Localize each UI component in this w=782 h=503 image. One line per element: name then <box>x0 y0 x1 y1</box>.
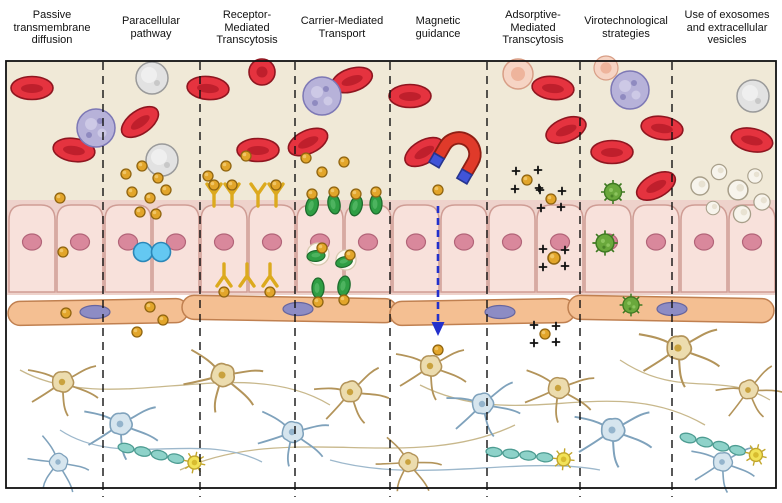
neurite-network <box>19 359 771 471</box>
figure-border <box>5 60 777 489</box>
tight-junction-opening <box>132 241 172 263</box>
pericyte-layer <box>7 294 775 327</box>
carrier-transporters <box>300 152 383 308</box>
magnetic-guidance-arrow <box>431 184 445 356</box>
col-label-exosomes-extracellular-vesicles: Use of exosomes and extracellular vesicl… <box>684 8 770 47</box>
column-divider-lines <box>102 62 673 497</box>
myelinated-axons <box>115 424 770 477</box>
col-label-virotechnological-strategies: Virotechnological strategies <box>584 15 668 40</box>
neurons-astrocytes <box>16 328 782 503</box>
col-label-adsorptive-mediated-transcytosis: Adsorptive-Mediated Transcytosis <box>502 8 564 47</box>
col-label-carrier-mediated-transport: Carrier-Mediated Transport <box>300 15 384 40</box>
col-label-magnetic-guidance: Magnetic guidance <box>415 15 461 40</box>
col-label-paracellular-pathway: Paracellular pathway <box>121 15 181 40</box>
col-label-passive-transmembrane-diffusion: Passive transmembrane diffusion <box>13 8 91 47</box>
col-label-receptor-mediated-transcytosis: Receptor-Mediated Transcytosis <box>216 8 278 47</box>
